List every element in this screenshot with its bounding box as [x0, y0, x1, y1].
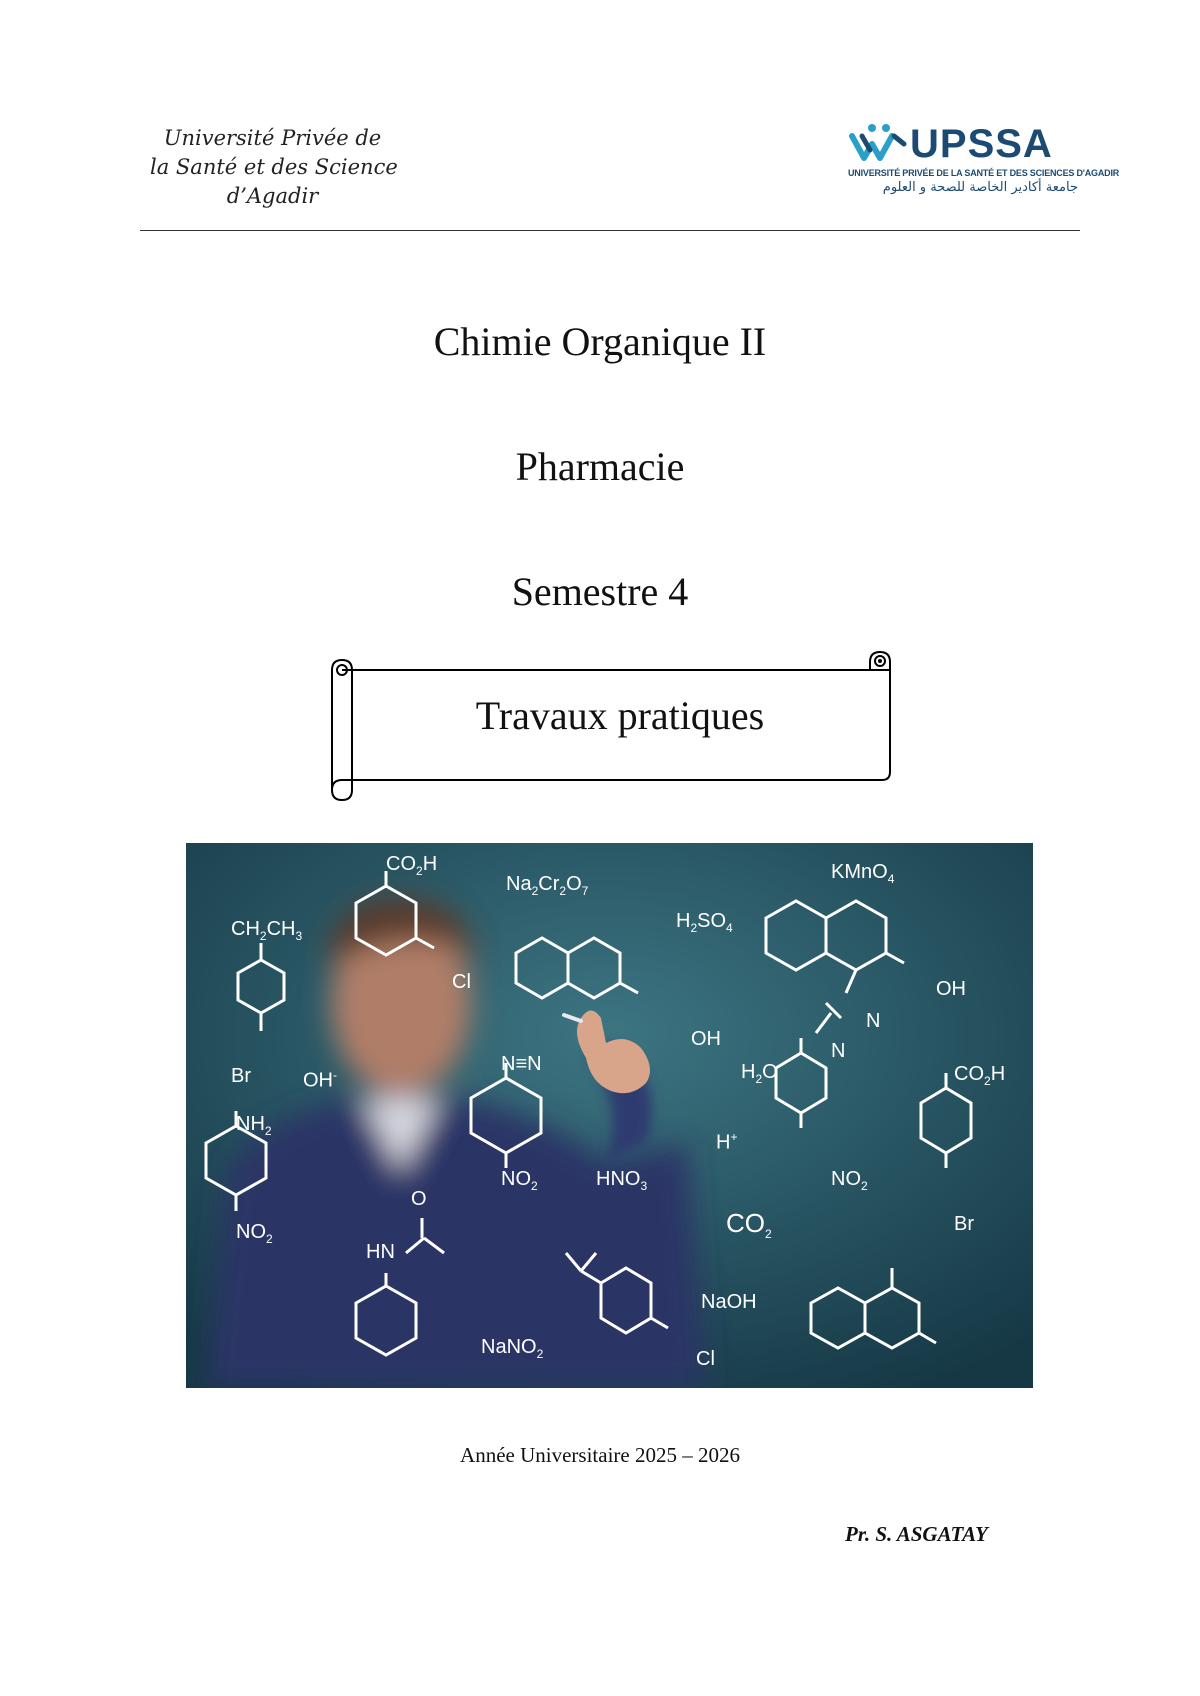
formula-co2h-2: CO2H: [954, 1063, 1006, 1088]
formula-no2-3: NO2: [831, 1168, 868, 1193]
formula-naoh: NaOH: [701, 1291, 757, 1313]
formula-n-1: N: [866, 1010, 881, 1032]
formula-oh-minus: OH-: [303, 1068, 337, 1092]
formula-oh-1: OH: [691, 1028, 721, 1050]
academic-year: Année Universitaire 2025 – 2026: [460, 1443, 740, 1467]
formula-cl-2: Cl: [696, 1348, 715, 1370]
formula-h-plus: H+: [716, 1130, 738, 1154]
university-name-line-3: d’Agadir: [226, 184, 319, 208]
formula-co2: CO2: [726, 1208, 772, 1242]
scroll-banner-icon: [331, 650, 891, 802]
course-title: Chimie Organique II: [433, 319, 767, 364]
formula-h2o: H2O: [741, 1061, 778, 1086]
formula-hn: HN: [366, 1241, 395, 1263]
formula-o: O: [411, 1188, 427, 1210]
chemistry-cover-image: CH2CH3 Br CO2H Cl Na2Cr2O7 H2SO4 KMnO4 O…: [186, 843, 1033, 1388]
formula-br-1: Br: [231, 1065, 251, 1087]
program-name: Pharmacie: [515, 444, 685, 489]
formula-nano2: NaNO2: [481, 1336, 544, 1361]
formula-n-triple-n: N≡N: [501, 1053, 542, 1075]
formula-n-2: N: [831, 1040, 846, 1062]
upssa-logo-subtitle-fr: UNIVERSITÉ PRIVÉE DE LA SANTÉ ET DES SCI…: [848, 168, 1120, 178]
header-divider: [140, 230, 1080, 231]
upssa-logo-text: UPSSA: [910, 122, 1053, 166]
formula-na2cr2o7: Na2Cr2O7: [506, 873, 589, 898]
upssa-logo-subtitle-ar: جامعة أكادير الخاصة للصحة و العلوم: [882, 180, 1078, 195]
formula-cl-1: Cl: [452, 971, 471, 993]
formula-co2h-1: CO2H: [386, 853, 438, 878]
university-name-line-1: Université Privée de: [163, 126, 382, 150]
formula-no2-1: NO2: [236, 1221, 273, 1246]
formula-hno3: HNO3: [596, 1168, 648, 1193]
chemistry-illustration-icon: [186, 843, 1033, 1388]
upssa-logo: UPSSA UNIVERSITÉ PRIVÉE DE LA SANTÉ ET D…: [848, 122, 1120, 200]
travaux-pratiques-banner: Travaux pratiques: [330, 650, 900, 802]
formula-h2so4: H2SO4: [676, 910, 733, 935]
formula-ch2ch3: CH2CH3: [231, 918, 303, 943]
upssa-logo-mark-icon: [849, 124, 907, 161]
formula-oh-2: OH: [936, 978, 966, 1000]
formula-nh2: NH2: [236, 1113, 272, 1138]
semester-label: Semestre 4: [511, 569, 689, 614]
formula-kmno4: KMnO4: [831, 861, 895, 886]
university-name-line-2: la Santé et des Science: [150, 155, 398, 179]
author-name: Pr. S. ASGATAY: [845, 1522, 988, 1546]
formula-no2-2: NO2: [501, 1168, 538, 1193]
banner-label: Travaux pratiques: [475, 693, 765, 738]
formula-br-2: Br: [954, 1213, 974, 1235]
university-name: Université Privée de la Santé et des Sci…: [150, 124, 398, 211]
